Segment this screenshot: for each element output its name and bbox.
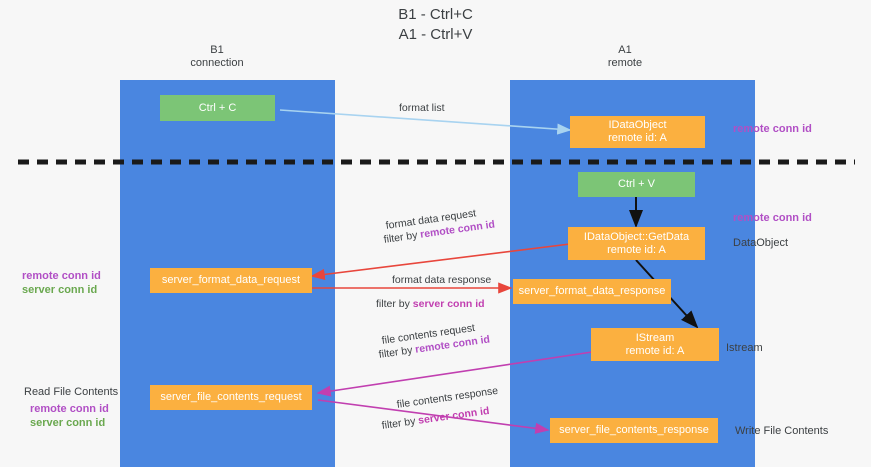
note-right-write-file-contents: Write File Contents xyxy=(735,425,829,437)
filter-prefix: filter by xyxy=(381,414,420,432)
box-ctrl-v[interactable]: Ctrl + V xyxy=(578,172,695,197)
box-server-file-contents-response[interactable]: server_file_contents_response xyxy=(550,418,718,443)
filter-value-server-conn-id: server conn id xyxy=(412,298,485,310)
lane-header-b1-name: B1 xyxy=(210,44,224,56)
box-idataobject-line2: remote id: A xyxy=(608,132,667,144)
box-server-format-data-response[interactable]: server_format_data_response xyxy=(513,279,671,304)
filter-prefix: filter by xyxy=(376,298,413,310)
note-left-server-conn-id-bottom: server conn id xyxy=(30,417,106,429)
box-server-file-contents-request-label: server_file_contents_request xyxy=(160,391,302,403)
note-right-remote-conn-id-top: remote conn id xyxy=(733,123,812,135)
lane-header-a1: A1 remote xyxy=(560,44,690,70)
box-server-format-data-request-label: server_format_data_request xyxy=(161,274,301,286)
box-getdata-line2: remote id: A xyxy=(607,243,666,256)
title-line-1: B1 - Ctrl+C xyxy=(398,6,473,23)
edge-label-format-data-response: format data response xyxy=(392,274,492,286)
note-right-istream: Istream xyxy=(726,342,763,354)
note-right-dataobject: DataObject xyxy=(733,237,789,249)
box-server-format-data-request[interactable]: server_format_data_request xyxy=(150,268,312,293)
box-istream-line1: IStream xyxy=(635,331,675,344)
page-title: B1 - Ctrl+C A1 - Ctrl+V xyxy=(0,5,871,45)
box-ctrl-c-label: Ctrl + C xyxy=(198,101,237,114)
box-idataobject-remote[interactable]: IDataObject remote id: A xyxy=(570,116,705,148)
box-idataobject-line1: IDataObject xyxy=(608,119,667,131)
note-left-remote-conn-id-mid: remote conn id xyxy=(22,270,101,282)
box-ctrl-v-label: Ctrl + V xyxy=(618,178,655,190)
filter-value-server-conn-id: server conn id xyxy=(417,404,491,427)
title-line-2: A1 - Ctrl+V xyxy=(398,26,473,43)
box-getdata-line1: IDataObject::GetData xyxy=(583,230,690,243)
box-server-file-contents-response-label: server_file_contents_response xyxy=(559,424,709,436)
box-istream[interactable]: IStream remote id: A xyxy=(591,328,719,361)
box-istream-line2: remote id: A xyxy=(625,344,685,357)
lane-header-b1: B1 connection xyxy=(152,44,282,70)
note-right-remote-conn-id-mid: remote conn id xyxy=(733,212,812,224)
lane-header-b1-sub: connection xyxy=(190,57,244,69)
lane-header-a1-sub: remote xyxy=(607,57,643,69)
lane-header-a1-name: A1 xyxy=(618,44,632,56)
box-getdata[interactable]: IDataObject::GetData remote id: A xyxy=(568,227,705,260)
note-left-remote-conn-id-bottom: remote conn id xyxy=(30,403,109,415)
note-left-read-file-contents: Read File Contents xyxy=(24,386,119,398)
note-left-server-conn-id-mid: server conn id xyxy=(22,284,98,296)
box-server-format-data-response-label: server_format_data_response xyxy=(518,285,666,297)
edge-label-format-data-response-filter: filter by server conn id xyxy=(376,298,485,311)
edge-label-format-list: format list xyxy=(399,102,445,114)
box-server-file-contents-request[interactable]: server_file_contents_request xyxy=(150,385,312,410)
box-ctrl-c[interactable]: Ctrl + C xyxy=(160,95,275,121)
